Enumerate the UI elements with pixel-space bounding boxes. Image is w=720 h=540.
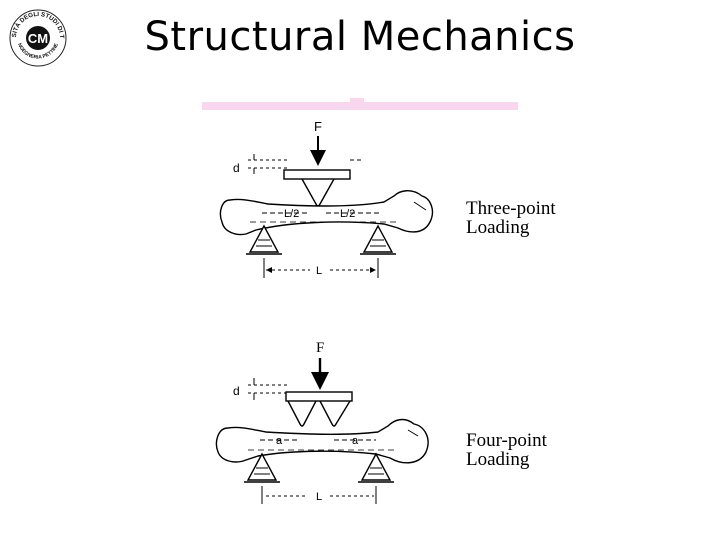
three-point-span-label: L — [316, 265, 322, 277]
three-point-caption-line1: Three-point — [466, 198, 556, 219]
three-point-force-label: F — [314, 119, 322, 134]
highlight-band — [202, 102, 518, 110]
three-point-diagram — [219, 136, 434, 278]
page-title: Structural Mechanics — [144, 14, 576, 60]
four-point-caption-line2: Loading — [466, 449, 530, 470]
four-point-offset-right: a — [352, 435, 359, 447]
four-point-deflection-label: d — [233, 384, 240, 398]
three-point-half-span-left: L/2 — [284, 208, 299, 220]
four-point-offset-left: a — [276, 435, 283, 447]
four-point-caption-line1: Four-point — [466, 430, 548, 451]
three-point-half-span-right: L/2 — [340, 208, 355, 220]
four-point-force-label: F — [316, 340, 324, 356]
university-logo: UNIVERSITÀ DEGLI STUDI DI TRIESTE INGEGN… — [8, 8, 67, 67]
three-point-caption-line2: Loading — [466, 217, 530, 238]
four-point-diagram — [215, 358, 429, 504]
three-point-deflection-label: d — [233, 161, 240, 175]
logo-mark: CM — [28, 31, 48, 46]
four-point-span-label: L — [316, 491, 322, 503]
